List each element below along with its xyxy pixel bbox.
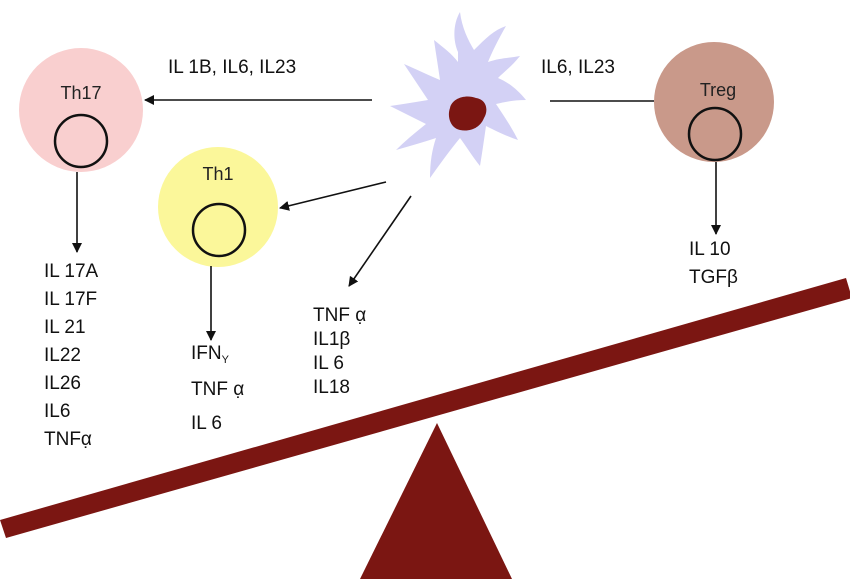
- cytokine-item: IL1β: [313, 329, 351, 350]
- treg-cytokine-list: IL 10 TGFβ: [689, 236, 738, 292]
- ifn-subscript: Y: [221, 354, 229, 366]
- th17-cell: [19, 48, 143, 172]
- th1-nucleus: [191, 202, 247, 258]
- cytokine-item: IL 17F: [44, 289, 98, 310]
- cytokine-item: IL 21: [44, 317, 86, 338]
- cytokine-item: TGFβ: [689, 267, 738, 288]
- seesaw-fulcrum: [360, 423, 512, 579]
- cytokine-item: IL 17A: [44, 261, 99, 282]
- arrow-dc-to-cytokines: [348, 195, 412, 287]
- cytokine-item: IL 6: [313, 353, 344, 374]
- th1-cytokine-il6: IL 6: [191, 413, 222, 434]
- treg-cell: [654, 42, 774, 162]
- treg-nucleus: [687, 106, 743, 162]
- cytokine-item: IL 10: [689, 239, 731, 260]
- cytokine-item: IL22: [44, 345, 81, 366]
- th17-cytokine-list: IL 17A IL 17F IL 21 IL22 IL26 IL6 TNFα̣: [44, 258, 98, 454]
- arrow-label-th17: IL 1B, IL6, IL23: [168, 57, 297, 78]
- th17-label: Th17: [60, 83, 102, 103]
- treg-label: Treg: [699, 80, 737, 100]
- cytokine-item: TNF α̣: [313, 305, 367, 326]
- cytokine-item: TNFα̣: [44, 429, 92, 450]
- cytokine-item: IL26: [44, 373, 81, 394]
- th1-cytokine-tnf: TNF α̣: [191, 379, 245, 400]
- arrow-dc-to-th1: [279, 181, 387, 211]
- dendritic-nucleus: [448, 96, 487, 131]
- th17-nucleus: [53, 113, 109, 169]
- dendritic-cell: [390, 12, 526, 178]
- cytokine-item: IL18: [313, 377, 350, 398]
- th1-cell: [158, 147, 278, 267]
- arrow-label-treg: IL6, IL23: [541, 57, 615, 78]
- th1-label: Th1: [202, 164, 234, 184]
- dendritic-cytokine-list: TNF α̣ IL1β IL 6 IL18: [313, 304, 366, 400]
- th1-cytokine-ifn: IFNY: [191, 344, 229, 370]
- seesaw-beam: [0, 278, 850, 538]
- ifn-text: IFN: [191, 343, 222, 364]
- cytokine-item: IL6: [44, 401, 71, 422]
